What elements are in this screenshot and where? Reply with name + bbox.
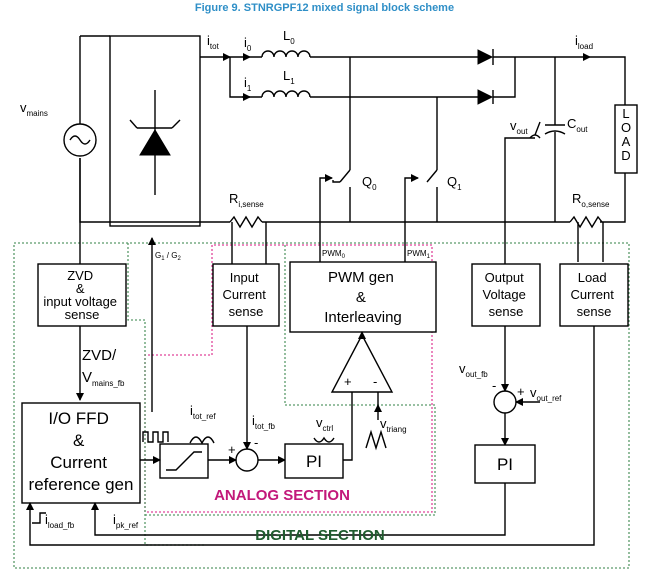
comparator — [330, 333, 394, 393]
comp-plus: + — [344, 374, 352, 389]
inner-green-border-2 — [145, 245, 436, 516]
i-tot-ref-label: itot_ref — [190, 403, 216, 421]
summing-junction-input — [235, 448, 259, 472]
pwm1-label: PWM1 — [407, 249, 431, 260]
sum1-minus: - — [254, 435, 258, 450]
v-out-label: vout — [510, 118, 528, 136]
io-ffd-block — [21, 402, 141, 504]
pwm0-label: PWM0 — [322, 249, 346, 260]
pwm-gen-block — [289, 261, 437, 333]
v-out-ref-label: vout_ref — [530, 385, 562, 403]
i-tot-fb-label: itot_fb — [252, 413, 275, 431]
i-pk-ref-label: ipk_ref — [113, 512, 139, 530]
load-letter: D — [621, 148, 630, 163]
inductor-l1 — [261, 90, 311, 98]
g1-g2-label: G1 / G2 — [155, 251, 181, 262]
i-load-fb-label: iload_fb — [45, 512, 75, 530]
i0-label: i0 — [244, 35, 252, 53]
comp-minus: - — [373, 374, 377, 389]
pi-controller-text: PI — [306, 452, 322, 471]
q0-label: Q0 — [362, 174, 377, 192]
input-current-block-text: Input Current sense — [223, 270, 270, 319]
v-mains-fb-label: Vmains_fb — [82, 369, 125, 388]
zvd-block — [37, 263, 127, 327]
c-out-label: Cout — [567, 116, 588, 134]
l0-label: L0 — [283, 28, 295, 46]
pi-controller-block — [284, 443, 344, 479]
v-out-fb-label: vout_fb — [459, 361, 488, 379]
zvd-block-text: ZVD & input voltage sense — [43, 268, 120, 322]
load-letter: L — [622, 106, 629, 121]
pi-output-text: PI — [497, 455, 513, 474]
digital-section-border — [13, 242, 630, 569]
load-letter: A — [622, 134, 631, 149]
i-load-label: iload — [575, 33, 593, 51]
output-voltage-sense-block — [471, 263, 541, 327]
q1-label: Q1 — [447, 174, 462, 192]
output-voltage-block-text: Output Voltage sense — [483, 270, 530, 319]
v-triang-label: vtriang — [380, 416, 407, 434]
diode-0 — [477, 49, 494, 65]
pwm-gen-block-text: PWM gen & Interleaving — [324, 269, 402, 326]
r-o-sense — [569, 215, 603, 229]
inductor-l0 — [261, 50, 311, 58]
load-letter: O — [621, 120, 631, 135]
sum2-minus: - — [492, 378, 496, 393]
digital-section-label: DIGITAL SECTION — [255, 527, 384, 544]
r-i-sense — [229, 215, 263, 229]
r-i-sense-label: Ri,sense — [229, 191, 264, 209]
limiter-block — [159, 443, 209, 479]
r-o-sense-label: Ro,sense — [572, 191, 610, 209]
zvd-out-label: ZVD/ — [82, 347, 117, 364]
figure-title: Figure 9. STNRGPF12 mixed signal block s… — [194, 2, 455, 14]
pi-output-block — [474, 444, 536, 484]
sum1-plus: + — [228, 442, 236, 457]
v-mains-label: vmains — [20, 100, 48, 118]
i-tot-label: itot — [207, 33, 220, 51]
analog-section-label: ANALOG SECTION — [214, 487, 350, 504]
sum2-plus: + — [517, 384, 525, 399]
load-current-sense-block — [559, 263, 629, 327]
load-current-block-text: Load Current sense — [571, 270, 618, 319]
summing-junction-output — [493, 390, 517, 414]
load-box — [614, 104, 638, 174]
diode-1 — [477, 89, 494, 105]
inner-green-border — [127, 243, 205, 546]
l1-label: L1 — [283, 68, 295, 86]
v-ctrl-label: vctrl — [316, 415, 333, 433]
io-ffd-block-text: I/O FFD & Current reference gen — [29, 409, 134, 494]
input-current-sense-block — [212, 263, 280, 327]
i1-label: i1 — [244, 75, 252, 93]
